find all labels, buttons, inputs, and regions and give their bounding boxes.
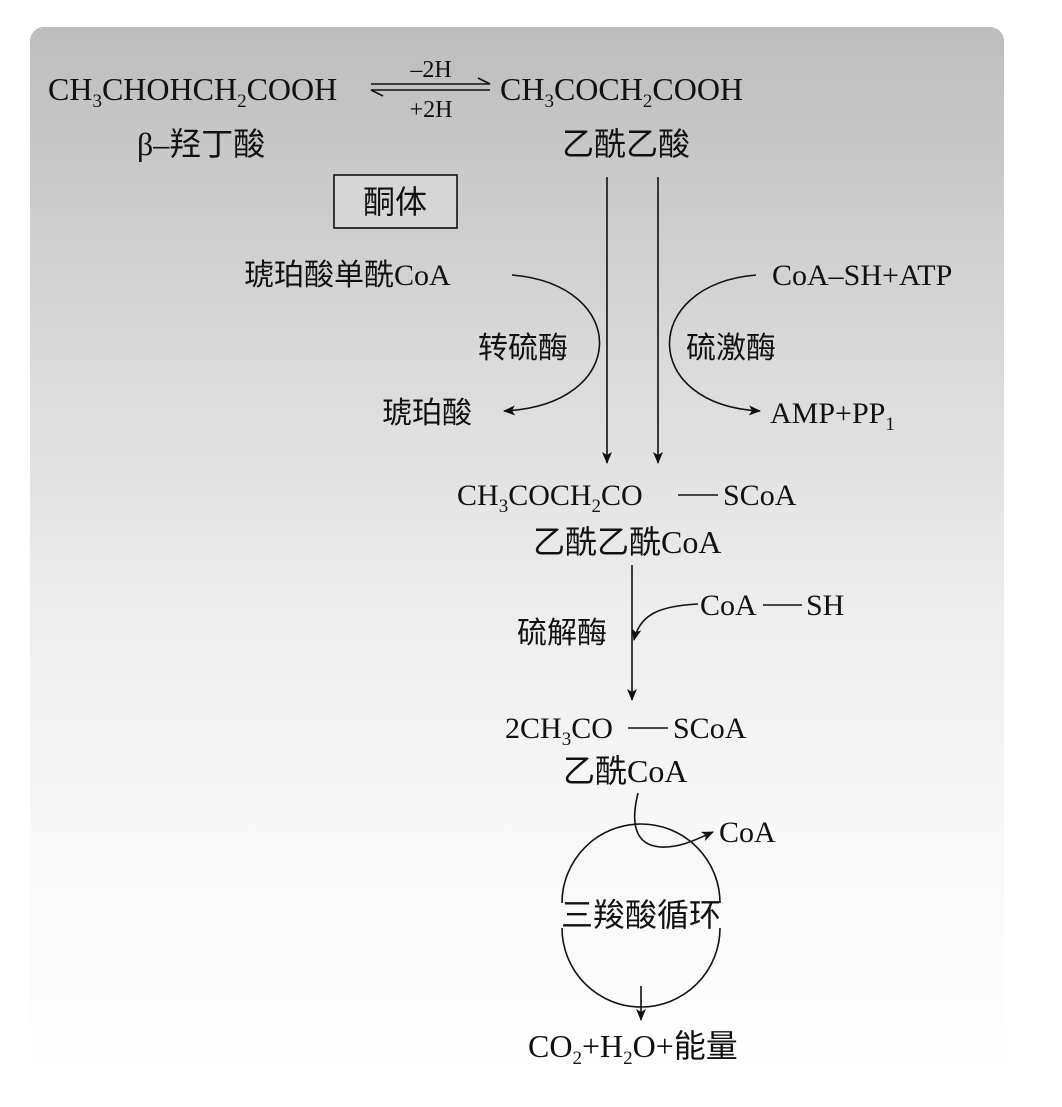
plus-2h-label: +2H bbox=[410, 97, 453, 123]
acetyl-coa-formula: 2CH3CO bbox=[505, 712, 613, 750]
background-panel bbox=[30, 27, 1004, 1077]
bhb-formula: CH3CHOHCH2COOH bbox=[48, 71, 337, 112]
acetoacetyl-scoa: SCoA bbox=[723, 479, 797, 512]
thiokinase-label: 硫激酶 bbox=[686, 332, 776, 365]
acetyl-coa-name: 乙酰CoA bbox=[563, 753, 687, 789]
acetoacetyl-coa-name: 乙酰乙酰CoA bbox=[533, 524, 721, 560]
thiokinase-curve-arrow bbox=[668, 274, 761, 416]
coa-release-arrow bbox=[633, 792, 714, 848]
ketone-body-label: 酮体 bbox=[363, 184, 427, 220]
coa-sh-atp-label: CoA–SH+ATP bbox=[772, 259, 952, 292]
reverse-half-arrow bbox=[370, 89, 490, 97]
amp-ppi-label: AMP+PP1 bbox=[770, 397, 895, 435]
forward-half-arrow bbox=[371, 77, 491, 85]
acetoacetyl-coa-formula: CH3COCH2CO bbox=[457, 479, 643, 517]
thiolase-label: 硫解酶 bbox=[517, 617, 607, 650]
minus-2h-label: –2H bbox=[409, 57, 451, 83]
acetyl-scoa: SCoA bbox=[673, 712, 747, 745]
coa-label: CoA bbox=[700, 589, 757, 622]
bhb-name: β–羟丁酸 bbox=[137, 126, 265, 162]
succinyl-coa-label: 琥珀酸单酰CoA bbox=[244, 259, 451, 292]
tca-cycle-label: 三羧酸循环 bbox=[561, 897, 721, 933]
final-products: CO2+H2O+能量 bbox=[528, 1028, 738, 1069]
released-coa-label: CoA bbox=[719, 816, 776, 849]
transferase-curve-arrow bbox=[503, 274, 601, 416]
aca-name: 乙酰乙酸 bbox=[562, 126, 690, 162]
sh-label: SH bbox=[806, 589, 844, 622]
coa-sh-input-arrow bbox=[631, 603, 699, 641]
ketone-body-box bbox=[333, 174, 458, 229]
aca-formula: CH3COCH2COOH bbox=[500, 71, 743, 112]
transferase-label: 转硫酶 bbox=[478, 332, 568, 365]
tca-cycle-upper-arc bbox=[561, 823, 721, 904]
succinate-label: 琥珀酸 bbox=[382, 397, 472, 430]
